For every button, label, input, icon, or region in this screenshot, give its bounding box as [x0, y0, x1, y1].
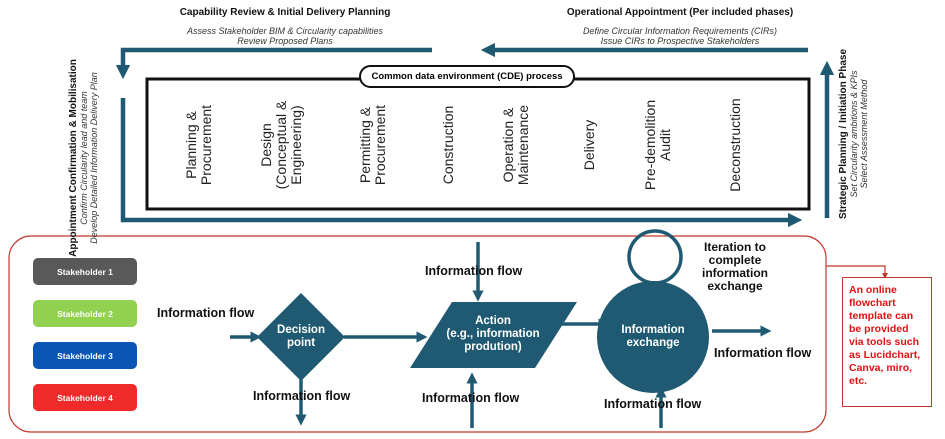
phase-right: Strategic Planning / Initiation Phase Se… — [838, 29, 878, 239]
phase-top-left-line-1: Assess Stakeholder BIM & Circularity cap… — [186, 26, 384, 36]
action-label: Action (e.g., information prodution) — [423, 315, 563, 354]
phase-top-right: Operational Appointment (Per included ph… — [555, 7, 805, 46]
phase-left-line-1: Confirm Circularity lead and team — [79, 91, 89, 225]
iteration-loop — [627, 229, 683, 285]
phase-top-left-line-2: Review Proposed Plans — [237, 36, 333, 46]
action-line: Action — [475, 315, 511, 327]
note-connector — [826, 265, 888, 279]
stage-line: Planning & — [183, 111, 199, 179]
stage-line: Operation & — [500, 107, 516, 183]
stakeholder-2: Stakeholder 2 — [33, 300, 137, 327]
phase-top-right-line-2: Issue CIRs to Prospective Stakeholders — [600, 36, 760, 46]
stage-design: Design (Conceptual & Engineering) — [258, 90, 307, 200]
stage-line: Maintenance — [515, 104, 531, 186]
stage-line: Audit — [657, 129, 673, 161]
exchange-line: Information — [621, 324, 685, 336]
stage-line: Construction — [440, 105, 456, 185]
cycle-arrow-top-left — [115, 47, 432, 80]
info-flow-label-bottom-action: Information flow — [422, 391, 520, 405]
stage-planning-procurement: Planning & Procurement — [183, 90, 218, 200]
stage-line: Pre-demolition — [642, 99, 658, 191]
action-line: prodution) — [464, 341, 522, 353]
info-flow-label-bottom-decision: Information flow — [253, 389, 351, 403]
cde-label-wrapper: Common data environment (CDE) process — [359, 65, 575, 88]
phase-top-right-title: Operational Appointment (Per included ph… — [566, 7, 794, 18]
phase-left-line-2: Develop Detailed Information Delivery Pl… — [89, 72, 99, 244]
stakeholder-4: Stakeholder 4 — [33, 384, 137, 411]
action-parallelogram — [410, 302, 577, 368]
stage-operation-maintenance: Operation & Maintenance — [500, 90, 535, 200]
stakeholder-1: Stakeholder 1 — [33, 258, 137, 285]
stage-line: Design — [258, 123, 274, 167]
stage-line: Procurement — [198, 104, 214, 186]
phase-right-line-1: Set Circularity ambitions & KPIs — [849, 70, 859, 198]
cde-label: Common data environment (CDE) process — [359, 65, 575, 88]
stakeholder-3: Stakeholder 3 — [33, 342, 137, 369]
phase-left: Appointment Confirmation & Mobilisation … — [68, 33, 108, 283]
phase-right-line-2: Select Assessment Method — [859, 79, 869, 189]
phase-top-left-title: Capability Review & Initial Delivery Pla… — [179, 7, 391, 18]
info-flow-label-top: Information flow — [425, 264, 523, 278]
decision-point-diamond — [257, 293, 345, 381]
phase-left-title: Appointment Confirmation & Mobilisation — [68, 59, 79, 257]
iteration-line: exchange — [707, 279, 763, 293]
info-flow-label-left: Information flow — [157, 306, 255, 320]
stage-line: Deconstruction — [727, 98, 743, 192]
template-note-box: An online flowchart template can be prov… — [842, 277, 932, 407]
template-note-text: An online flowchart template can be prov… — [849, 284, 921, 387]
flow-container — [8, 235, 827, 433]
action-line: (e.g., information — [446, 328, 540, 340]
iteration-label: Iteration to complete information exchan… — [689, 241, 781, 293]
info-flow-label-right: Information flow — [714, 346, 812, 360]
decision-point-label: Decision point — [261, 324, 341, 350]
stage-permitting-procurement: Permitting & Procurement — [357, 90, 392, 200]
information-exchange-label: Information exchange — [603, 324, 703, 350]
stage-pre-demolition-audit: Pre-demolition Audit — [642, 90, 677, 200]
information-exchange-circle — [597, 281, 709, 393]
iteration-line: information — [702, 266, 768, 280]
decision-line: Decision — [277, 324, 325, 336]
phase-right-title: Strategic Planning / Initiation Phase — [838, 48, 849, 220]
stage-delivery: Delivery — [581, 90, 600, 200]
stage-construction: Construction — [440, 90, 459, 200]
phase-top-left: Capability Review & Initial Delivery Pla… — [165, 7, 405, 46]
stage-deconstruction: Deconstruction — [727, 90, 746, 200]
iteration-line: complete — [708, 253, 762, 267]
exchange-line: exchange — [626, 337, 680, 349]
decision-line: point — [286, 337, 316, 349]
stage-line: Procurement — [372, 104, 388, 186]
stage-line: Permitting & — [357, 106, 373, 184]
stage-line: Engineering) — [288, 105, 304, 185]
info-flow-label-bottom-exchange: Information flow — [604, 397, 702, 411]
stage-line: (Conceptual & — [273, 100, 289, 190]
iteration-line: Iteration to — [704, 240, 766, 254]
cde-process-box — [145, 77, 811, 211]
stage-line: Delivery — [581, 119, 597, 171]
phase-top-right-line-1: Define Circular Information Requirements… — [582, 26, 778, 36]
cycle-arrow-left — [120, 98, 142, 223]
